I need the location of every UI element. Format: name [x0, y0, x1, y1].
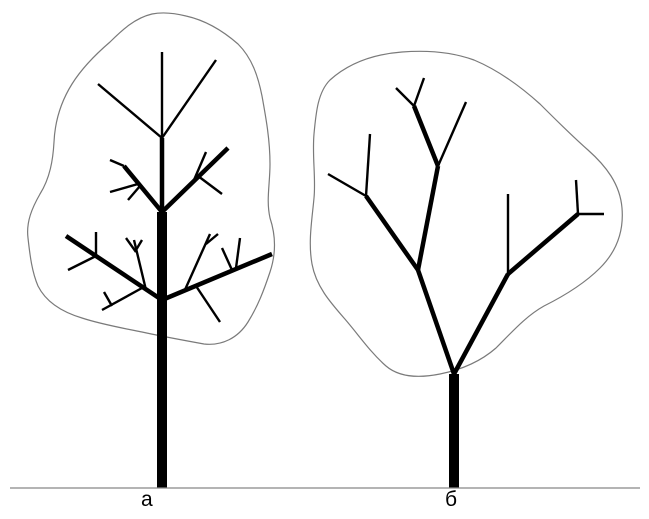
tree-a	[28, 13, 275, 488]
tree-a-low-left-branch	[66, 236, 162, 300]
tree-a-top-right-branch	[162, 60, 216, 138]
tree-a-mid-left-twig-3	[110, 160, 124, 166]
tree-b	[310, 51, 622, 488]
tree-b-right-side-twig-1	[576, 180, 578, 214]
tree-b-upper-left-twig-2	[414, 78, 424, 106]
tree-b-right-side-branch	[508, 214, 578, 274]
tree-b-upper-left-twig-1	[396, 88, 414, 106]
tree-a-mid-left-twig-1	[110, 184, 138, 192]
tree-a-low-right-branch	[162, 254, 272, 300]
tree-b-left-side-branch	[366, 196, 418, 270]
tree-a-low-right-twig-1	[236, 238, 240, 268]
tree-b-center-leader	[418, 166, 438, 270]
tree-a-low-left-twig-4	[104, 292, 112, 306]
tree-b-left-side-twig-1	[328, 174, 366, 196]
tree-b-left-limb	[418, 270, 454, 374]
tree-b-left-side-twig-2	[366, 134, 370, 196]
tree-b-upper-left-branch	[414, 106, 438, 166]
tree-a-top-left-branch	[98, 84, 162, 138]
tree-a-mid-left-branch	[124, 166, 162, 212]
tree-a-low-right-twig-2	[222, 248, 232, 270]
tree-a-mid-right-twig-1	[198, 176, 222, 194]
tree-b-label: б	[445, 489, 457, 510]
tree-a-mid-left-twig-2	[128, 186, 140, 200]
tree-b-center-leader-twig	[438, 102, 466, 166]
tree-a-low-left-twig-2	[68, 256, 96, 270]
tree-a-low-right-twig-5	[196, 286, 220, 322]
tree-a-label: а	[141, 489, 153, 510]
tree-a-low-left-upper-twig-3	[136, 240, 142, 250]
